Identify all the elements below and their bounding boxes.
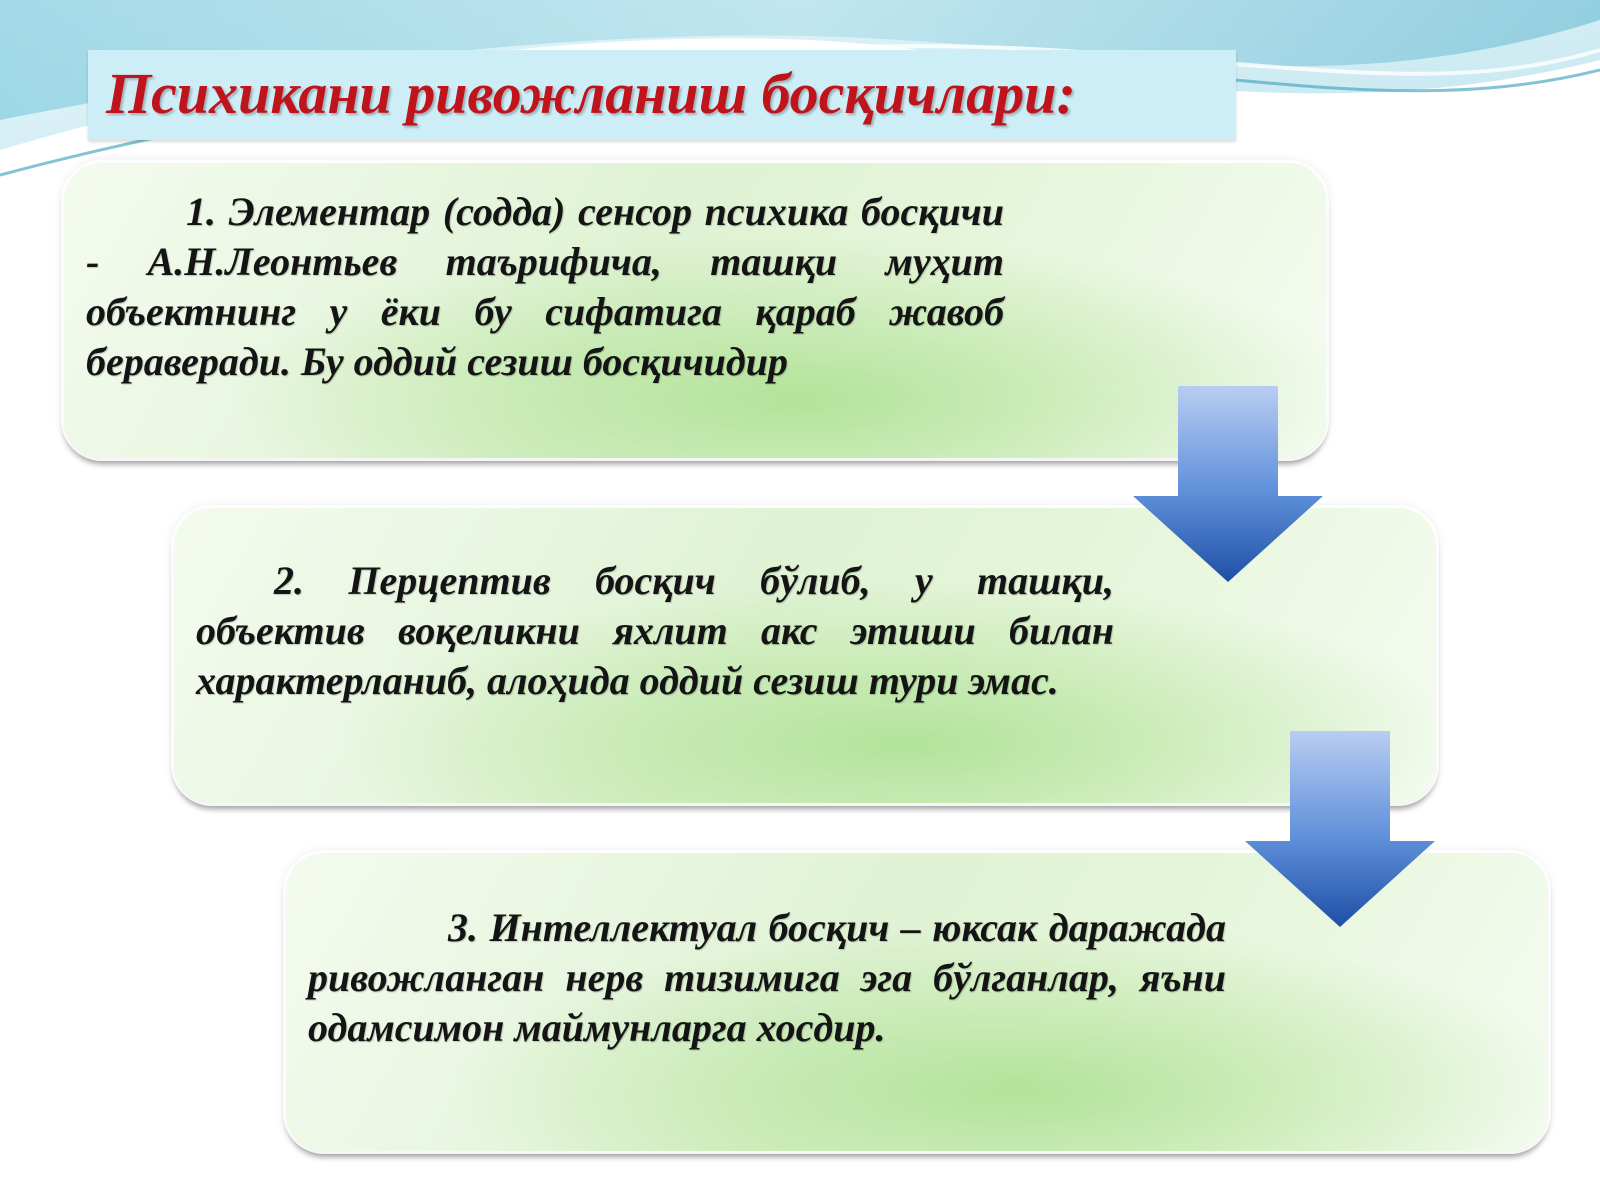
step-text-3: 3. Интеллектуал босқич – юксак даражада … bbox=[308, 905, 1226, 1050]
step-text-2: 2. Перцептив босқич бўлиб, у ташқи, объе… bbox=[196, 558, 1114, 703]
down-arrow-icon bbox=[1133, 386, 1323, 582]
down-arrow-icon bbox=[1245, 731, 1435, 927]
step-text-1: 1. Элементар (содда) сенсор психика босқ… bbox=[86, 189, 1004, 384]
title-bar: Психикани ривожланиш босқичлари: bbox=[88, 50, 1236, 140]
step-box-1: 1. Элементар (содда) сенсор психика босқ… bbox=[64, 163, 1326, 458]
page-title: Психикани ривожланиш босқичлари: bbox=[106, 61, 1076, 126]
